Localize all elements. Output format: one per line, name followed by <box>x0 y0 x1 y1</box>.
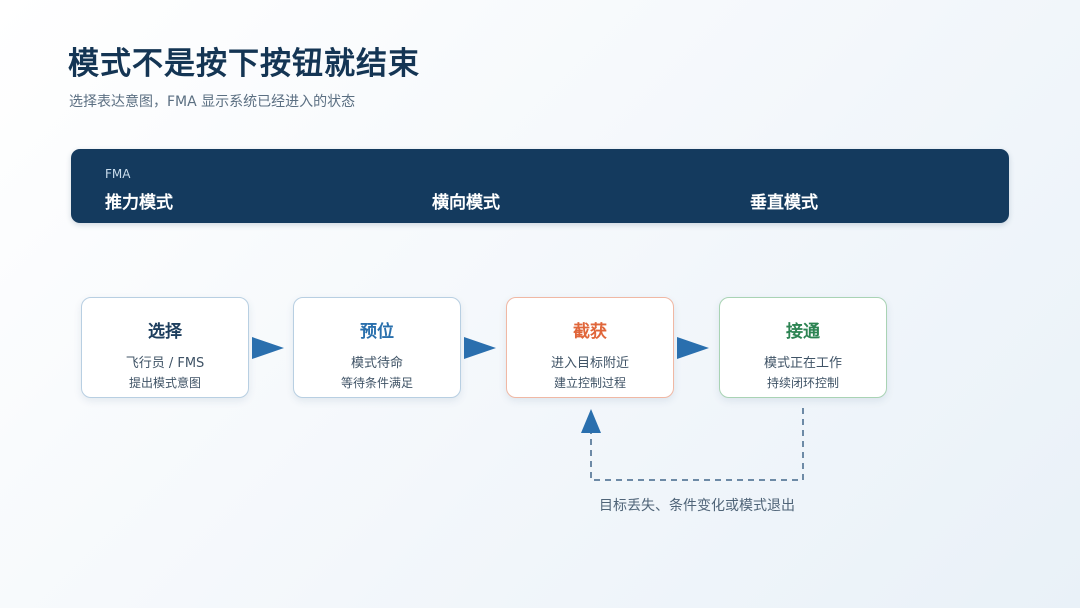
stage-armed-box: 预位 模式待命 等待条件满足 <box>293 297 461 398</box>
fma-panel: FMA 推力模式 横向模式 垂直模式 <box>71 149 1009 223</box>
arrow-armed-to-capture <box>464 337 496 359</box>
stage-armed-title: 预位 <box>360 322 394 342</box>
page-title: 模式不是按下按钮就结束 <box>68 46 420 82</box>
stage-capture-box: 截获 进入目标附近 建立控制过程 <box>506 297 674 398</box>
stage-capture-line1: 进入目标附近 <box>550 356 629 371</box>
stage-select-box: 选择 飞行员 / FMS 提出模式意图 <box>81 297 249 398</box>
arrow-select-to-armed <box>252 337 284 359</box>
stage-engaged-title: 接通 <box>786 322 820 342</box>
stage-engaged-box: 接通 模式正在工作 持续闭环控制 <box>719 297 887 398</box>
arrow-capture-to-engaged <box>677 337 709 359</box>
stage-armed-line2: 等待条件满足 <box>340 376 413 390</box>
fma-column-lateral: 横向模式 <box>432 193 500 213</box>
stage-engaged-line1: 模式正在工作 <box>763 356 842 371</box>
loop-back-arrowhead <box>581 409 601 433</box>
loop-back-path <box>581 408 804 481</box>
stage-select-line2: 提出模式意图 <box>128 376 201 390</box>
stage-capture-title: 截获 <box>573 322 607 342</box>
stage-armed-line1: 模式待命 <box>350 356 403 371</box>
stage-engaged-line2: 持续闭环控制 <box>766 376 839 390</box>
stage-capture-line2: 建立控制过程 <box>553 376 626 390</box>
fma-label: FMA <box>105 167 131 181</box>
fma-column-vertical: 垂直模式 <box>750 193 818 213</box>
fma-column-thrust: 推力模式 <box>105 193 173 213</box>
stage-select-line1: 飞行员 / FMS <box>125 356 205 371</box>
stage-select-title: 选择 <box>148 322 182 342</box>
page-subtitle: 选择表达意图，FMA 显示系统已经进入的状态 <box>69 94 356 110</box>
loop-caption: 目标丢失、条件变化或模式退出 <box>599 498 795 514</box>
